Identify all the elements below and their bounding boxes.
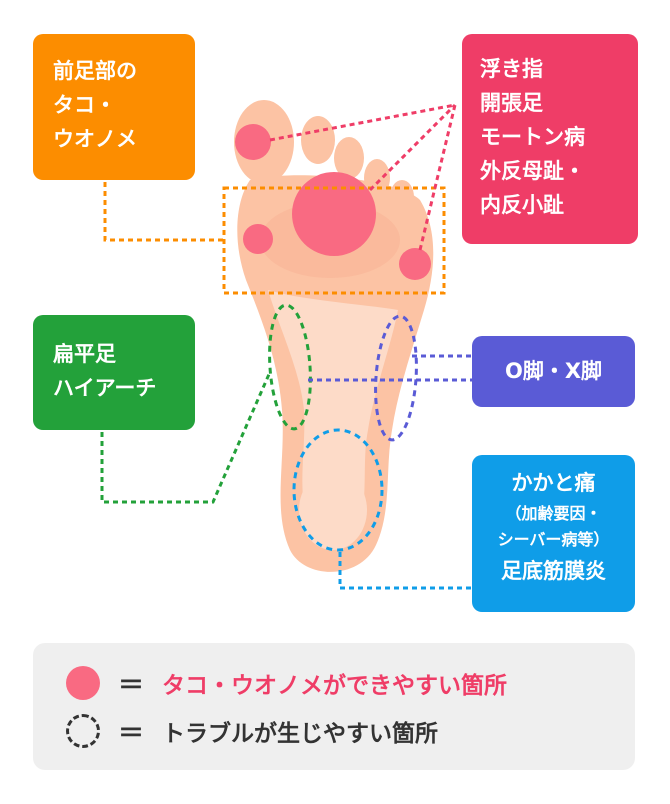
corn-ball-left [243, 224, 273, 254]
connector-toe [269, 103, 457, 251]
toe-callout: 浮き指 開張足 モートン病 外反母趾・ 内反小趾 [462, 34, 638, 244]
forefoot-region [222, 186, 446, 295]
third-toe [334, 137, 364, 179]
legend-corn-text: タコ・ウオノメができやすい箇所 [162, 673, 508, 699]
corn-marker-icon [66, 666, 100, 700]
heel-title: かかと痛 [511, 471, 596, 495]
heel-callout: かかと痛 （加齢要因・ シーバー病等） 足底筋膜炎 [472, 455, 635, 612]
corn-ball-right [399, 248, 431, 280]
toe-line-2: 開張足 [480, 91, 543, 115]
legend-trouble-text: トラブルが生じやすい箇所 [162, 721, 439, 747]
forefoot-callout: 前足部の タコ・ ウオノメ [33, 34, 195, 180]
forefoot-line-2: タコ・ [53, 93, 116, 117]
legend-row-corn: ＝ タコ・ウオノメができやすい箇所 [66, 661, 507, 705]
flatfoot-callout: 扁平足 ハイアーチ [33, 315, 195, 430]
flat-line-1: 扁平足 [53, 342, 116, 366]
heel-sub-2: シーバー病等） [497, 530, 610, 549]
connector-heel [338, 552, 472, 590]
forefoot-line-3: ウオノメ [53, 127, 137, 151]
legend-panel: ＝ タコ・ウオノメができやすい箇所 ＝ トラブルが生じやすい箇所 [33, 643, 635, 770]
toe-line-1: 浮き指 [480, 57, 543, 81]
heel-sub-1: （加齢要因・ [505, 504, 602, 523]
equals-sign: ＝ [118, 670, 145, 701]
leg-line-1: O脚・X脚 [504, 359, 603, 383]
leg-callout: O脚・X脚 [472, 336, 635, 407]
corn-ball-center [292, 172, 376, 256]
corn-big-toe [235, 124, 271, 160]
toe-line-4: 外反母趾・ [480, 159, 585, 183]
heel-pad [299, 470, 367, 550]
second-toe [301, 116, 335, 164]
flat-line-2: ハイアーチ [53, 376, 157, 400]
equals-sign: ＝ [118, 718, 145, 749]
outer-edge-region [374, 314, 418, 442]
dashed-circle-icon [66, 714, 100, 748]
foot-illustration [234, 100, 434, 572]
forefoot-line-1: 前足部の [53, 59, 137, 83]
toe-line-3: モートン病 [480, 125, 585, 149]
sole-highlight [268, 290, 398, 544]
legend-row-trouble: ＝ トラブルが生じやすい箇所 [66, 709, 438, 753]
connector-forefoot [103, 182, 224, 242]
toe-line-5: 内反小趾 [480, 193, 564, 217]
heel-region [292, 428, 384, 552]
arch-region [268, 303, 312, 431]
heel-bottom: 足底筋膜炎 [501, 559, 606, 583]
